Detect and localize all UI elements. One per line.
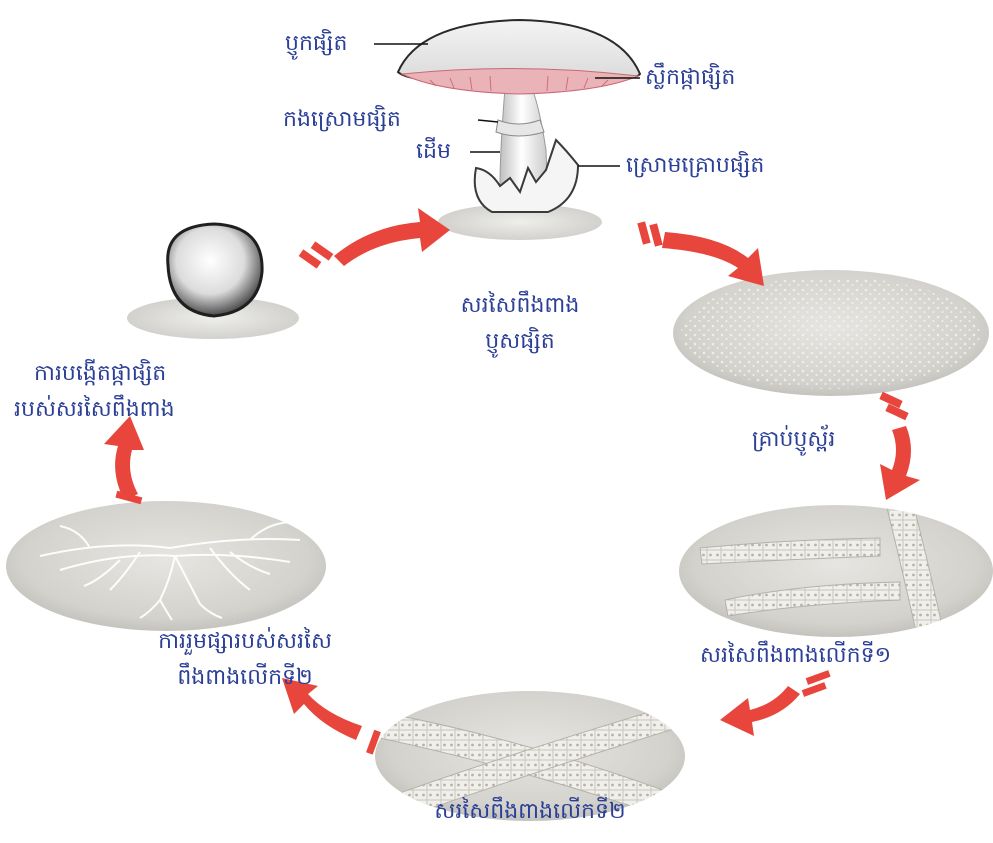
curved-arrow-icon xyxy=(299,208,450,269)
curved-arrow-icon xyxy=(720,670,831,736)
label-mycelium-mushroom-2: ប្ញូសផ្សិត xyxy=(440,328,600,356)
label-network-2: ពឹងពាងលើកទី២ xyxy=(110,664,380,692)
mycelium-network-illustration xyxy=(6,501,326,631)
mushroom-button xyxy=(168,224,262,316)
curved-arrow-icon xyxy=(879,392,920,500)
label-ring: កងស្រោមផ្សិត xyxy=(283,106,401,134)
label-secondary-mycelium: សរសៃពឹងពាងលើកទី២ xyxy=(380,798,680,826)
curved-arrow-icon xyxy=(104,416,144,504)
spores-illustration xyxy=(673,270,989,396)
mushroom-illustration xyxy=(374,20,640,240)
label-mycelium-mushroom-1: សរសៃពឹងពាង xyxy=(440,292,600,320)
primary-mycelium-illustration xyxy=(679,500,993,640)
curved-arrow-icon xyxy=(637,221,764,286)
mushroom-button-illustration xyxy=(127,224,299,339)
label-stem: ដើម xyxy=(416,138,451,166)
label-network-1: ការរួមផ្សារបស់សរសៃ xyxy=(110,628,380,656)
label-formation-1: ការបង្កើតផ្កាផ្សិត xyxy=(34,360,166,388)
label-spores: គ្រាប់ប្ញូស្ព័រ xyxy=(752,426,835,454)
label-formation-2: របស់សរសៃពឹងពាង xyxy=(14,396,175,424)
label-gills: ស្លឹកផ្កាផ្សិត xyxy=(645,64,735,92)
label-volva: ស្រោមគ្រោបផ្សិត xyxy=(626,152,764,180)
mushroom-gills xyxy=(402,68,638,94)
label-primary-mycelium: សរសៃពឹងពាងលើកទី១ xyxy=(700,642,891,670)
label-cap: ប្ញូកផ្សិត xyxy=(285,30,347,58)
primary-mycelium-disc xyxy=(679,505,993,637)
